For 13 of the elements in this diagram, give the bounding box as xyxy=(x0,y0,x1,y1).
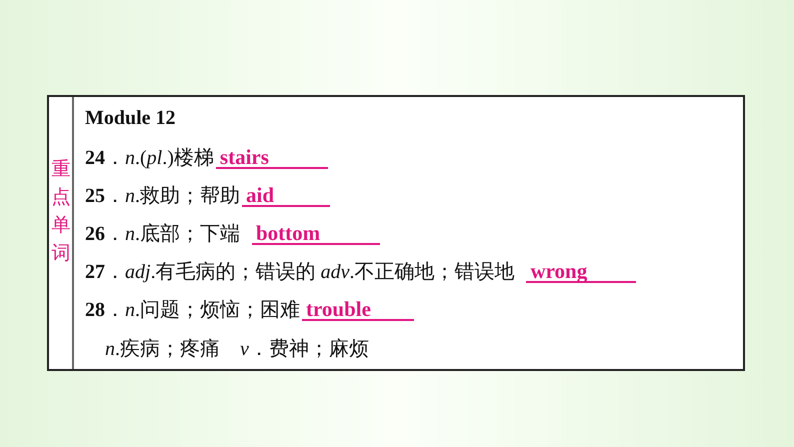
module-heading: Module 12 xyxy=(85,107,176,130)
fill-in-line: bottom xyxy=(252,223,380,245)
vocab-entry: 24．n.(pl.)楼梯 xyxy=(85,147,214,169)
vocab-entry: 28．n.问题；烦恼；困难 xyxy=(85,299,300,321)
fill-in-line: trouble xyxy=(302,299,414,321)
fill-in-line: stairs xyxy=(216,147,328,169)
vocab-entry: 26．n.底部；下端 xyxy=(85,223,240,245)
vocab-entry: 27．adj.有毛病的；错误的 adv.不正确地；错误地 xyxy=(85,261,514,283)
vocab-entry: 25．n.救助；帮助 xyxy=(85,185,240,207)
side-heading: 重点单词 xyxy=(51,157,71,266)
vocab-entry: n.疾病；疼痛 v．费神；麻烦 xyxy=(105,338,369,360)
fill-in-line: aid xyxy=(242,185,330,207)
fill-in-line: wrong xyxy=(526,261,636,283)
